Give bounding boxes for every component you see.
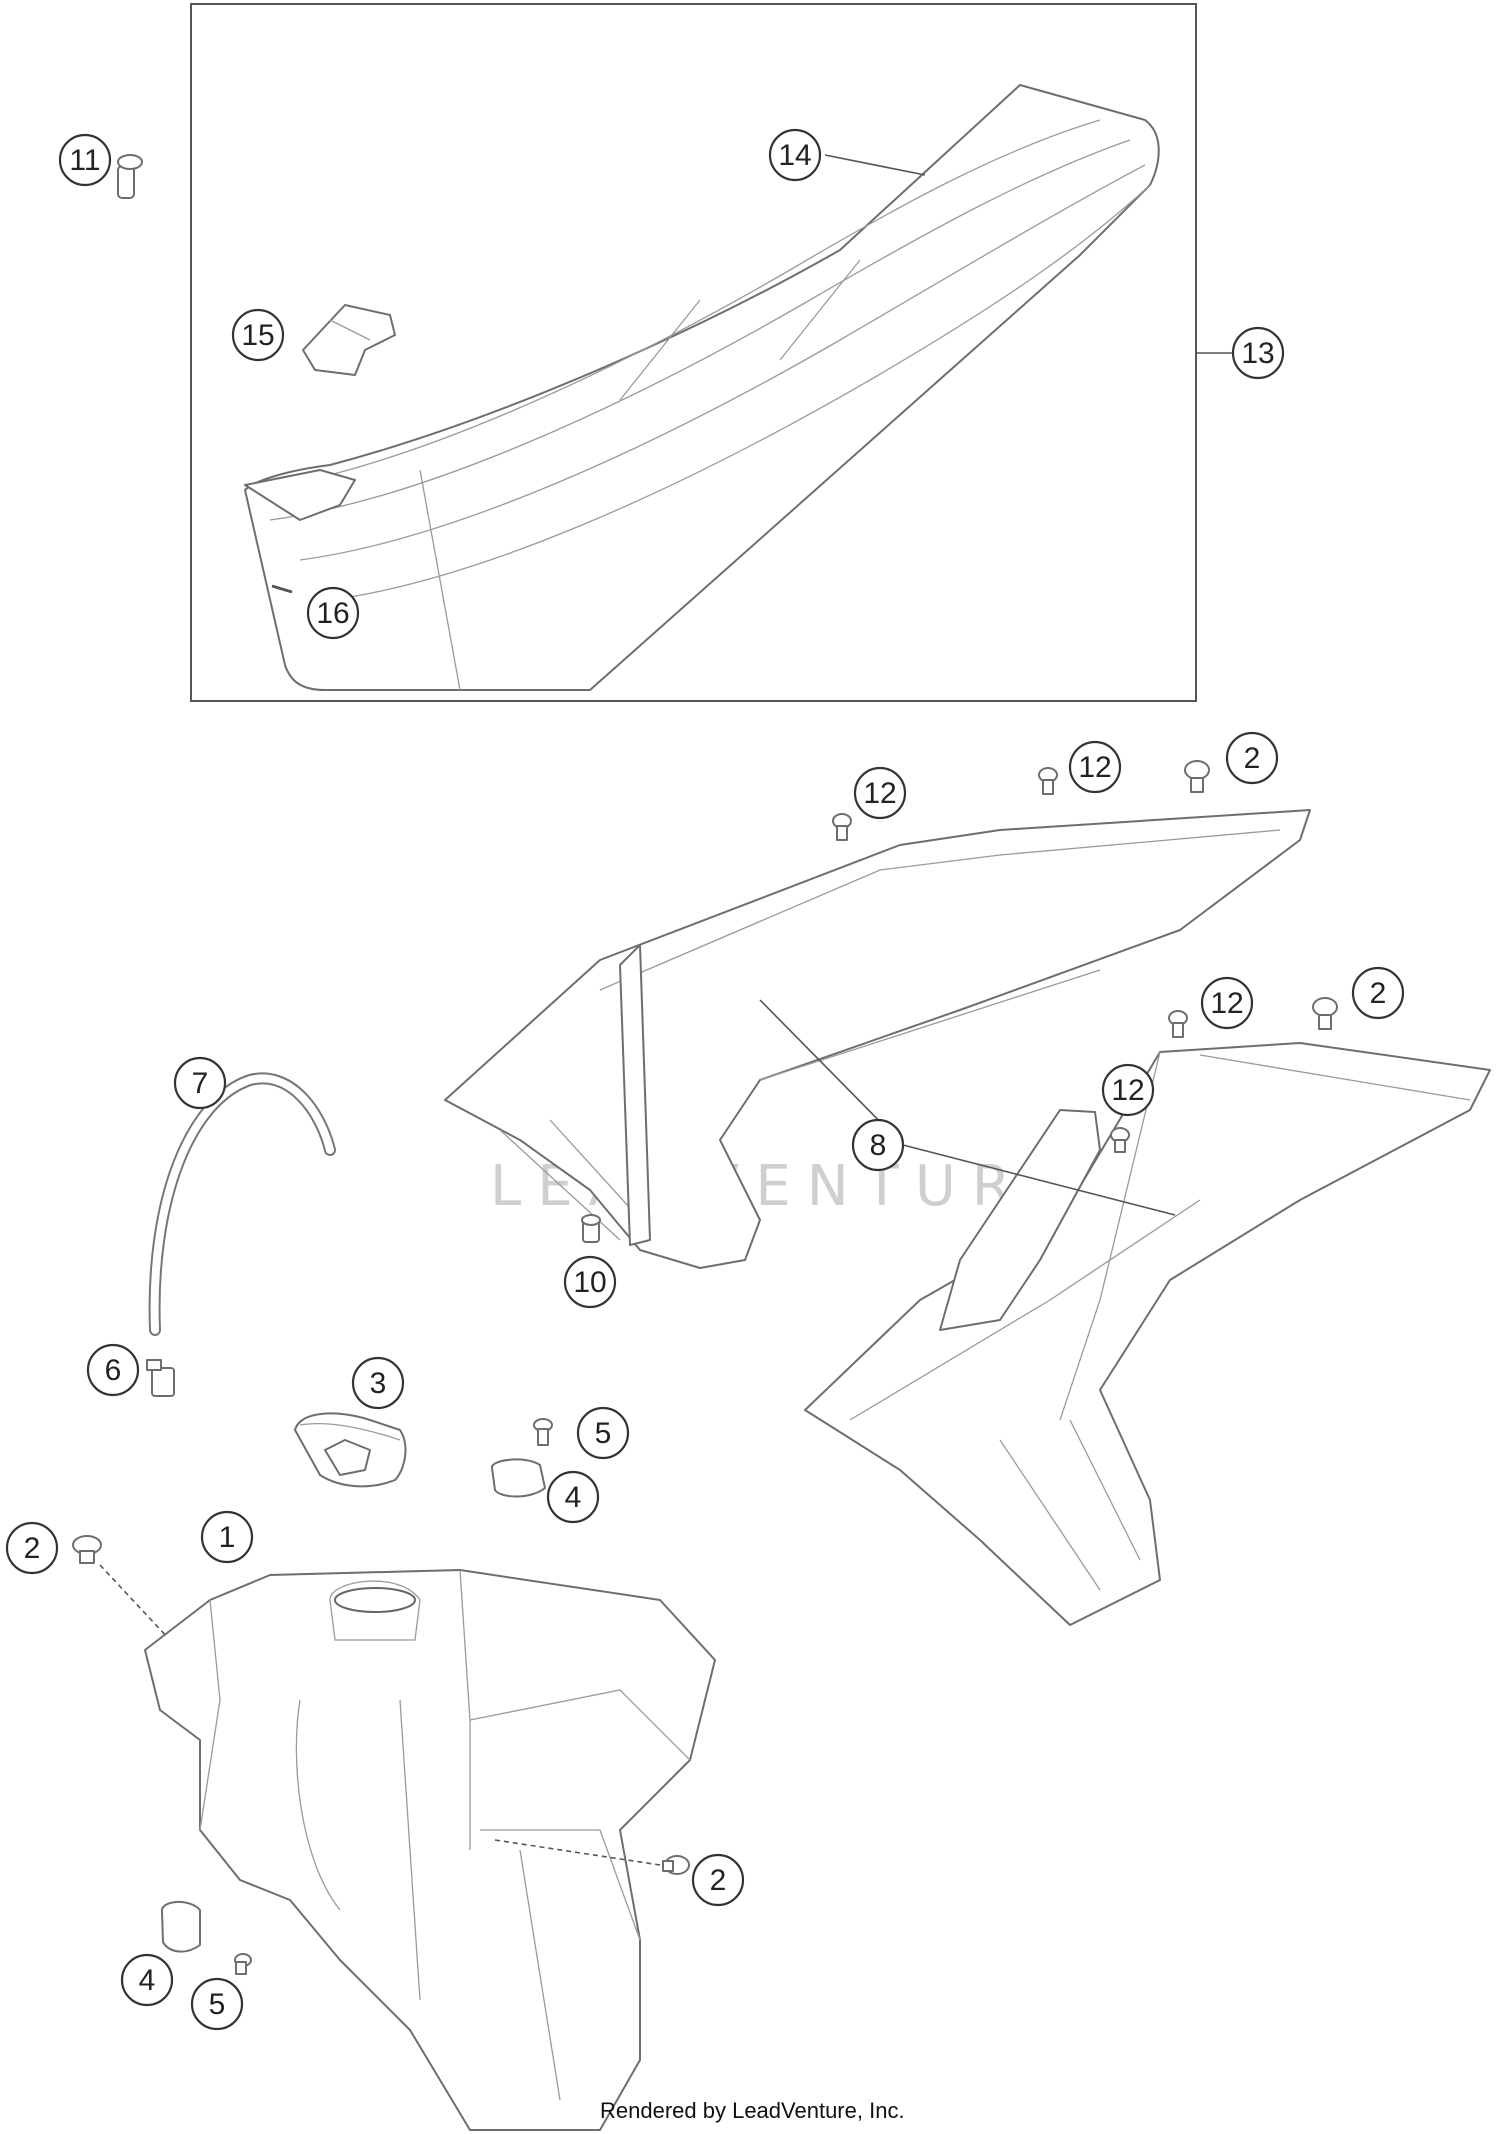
right-spoiler-part[interactable] [804, 1042, 1491, 1626]
callout-label: 1 [219, 1521, 236, 1554]
callout-circle [851, 1118, 905, 1172]
callout-label: 15 [241, 319, 274, 352]
callout-circle [190, 1977, 244, 2031]
callout-label: 12 [863, 777, 896, 810]
callout-circle [691, 1853, 745, 1907]
callout-12[interactable]: 12 [1200, 976, 1254, 1030]
callout-12[interactable]: 12 [1101, 1063, 1155, 1117]
left-spoiler-part[interactable] [444, 809, 1311, 1269]
callout-15[interactable]: 15 [231, 308, 285, 362]
callout-circle [576, 1406, 630, 1460]
callout-circle [173, 1056, 227, 1110]
seat-clip-part[interactable] [302, 304, 396, 376]
callout-label: 2 [1244, 742, 1261, 775]
callout-11[interactable]: 11 [58, 133, 112, 187]
callout-circle [1101, 1063, 1155, 1117]
valve-6-part[interactable] [146, 1359, 175, 1397]
callout-label: 7 [192, 1067, 209, 1100]
callout-12[interactable]: 12 [853, 766, 907, 820]
callout-5[interactable]: 5 [190, 1977, 244, 2031]
callout-circle [5, 1521, 59, 1575]
callout-label: 2 [710, 1864, 727, 1897]
callout-circle [1068, 740, 1122, 794]
callout-label: 4 [139, 1964, 156, 1997]
callout-circle [1200, 976, 1254, 1030]
callout-circle [1225, 731, 1279, 785]
bolt-2b-part[interactable] [1312, 997, 1338, 1030]
callout-14[interactable]: 14 [768, 128, 822, 182]
callout-2[interactable]: 2 [1351, 966, 1405, 1020]
fuel-tank-part[interactable] [144, 1569, 716, 2131]
callout-circle [86, 1343, 140, 1397]
fuel-cap-part[interactable] [294, 1412, 407, 1488]
callout-5[interactable]: 5 [576, 1406, 630, 1460]
rubber-4b-part[interactable] [161, 1901, 201, 1953]
seat-screw-part[interactable] [271, 584, 293, 594]
callout-circle [58, 133, 112, 187]
callout-label: 5 [209, 1988, 226, 2021]
callout-2[interactable]: 2 [1225, 731, 1279, 785]
screw-12d-part[interactable] [1110, 1127, 1130, 1153]
callout-2[interactable]: 2 [691, 1853, 745, 1907]
callout-13[interactable]: 13 [1231, 326, 1285, 380]
callout-circle [1351, 966, 1405, 1020]
screw-5b-part[interactable] [234, 1953, 252, 1975]
callout-label: 3 [370, 1367, 387, 1400]
screw-12b-part[interactable] [1038, 767, 1058, 795]
callout-10[interactable]: 10 [563, 1255, 617, 1309]
callout-circle [120, 1953, 174, 2007]
rubber-4a-part[interactable] [491, 1458, 546, 1498]
bushing-10-part[interactable] [581, 1214, 601, 1243]
callout-label: 2 [24, 1532, 41, 1565]
callout-label: 12 [1111, 1074, 1144, 1107]
callout-circle [306, 586, 360, 640]
callout-circle [546, 1470, 600, 1524]
callout-circle [200, 1510, 254, 1564]
callout-16[interactable]: 16 [306, 586, 360, 640]
callout-8[interactable]: 8 [851, 1118, 905, 1172]
callout-label: 12 [1210, 987, 1243, 1020]
callout-label: 2 [1370, 977, 1387, 1010]
callout-label: 5 [595, 1417, 612, 1450]
screw-5a-part[interactable] [533, 1418, 553, 1446]
seat-part[interactable] [244, 84, 1160, 691]
render-credit: Rendered by LeadVenture, Inc. [600, 2098, 905, 2123]
hose-part[interactable] [148, 1072, 336, 1336]
callout-label: 8 [870, 1129, 887, 1162]
callout-circle [768, 128, 822, 182]
callout-3[interactable]: 3 [351, 1356, 405, 1410]
bolt-2a-part[interactable] [1184, 760, 1210, 793]
callout-circle [853, 766, 907, 820]
callout-circle [351, 1356, 405, 1410]
callout-1[interactable]: 1 [200, 1510, 254, 1564]
callout-label: 16 [316, 597, 349, 630]
bolt-2c-part[interactable] [72, 1535, 102, 1564]
callout-4[interactable]: 4 [546, 1470, 600, 1524]
callout-12[interactable]: 12 [1068, 740, 1122, 794]
callout-4[interactable]: 4 [120, 1953, 174, 2007]
callout-6[interactable]: 6 [86, 1343, 140, 1397]
screw-11-part[interactable] [117, 154, 143, 199]
callout-label: 10 [573, 1266, 606, 1299]
screw-12c-part[interactable] [1168, 1010, 1188, 1038]
callout-7[interactable]: 7 [173, 1056, 227, 1110]
callout-label: 13 [1241, 337, 1274, 370]
callout-label: 6 [105, 1354, 122, 1387]
callout-label: 14 [778, 139, 811, 172]
callout-label: 11 [69, 144, 100, 177]
callout-circle [231, 308, 285, 362]
callout-label: 4 [565, 1481, 582, 1514]
callout-circle [563, 1255, 617, 1309]
bolt-2d-part[interactable] [662, 1855, 690, 1875]
screw-12a-part[interactable] [832, 813, 852, 841]
callout-label: 12 [1078, 751, 1111, 784]
callout-2[interactable]: 2 [5, 1521, 59, 1575]
callout-circle [1231, 326, 1285, 380]
